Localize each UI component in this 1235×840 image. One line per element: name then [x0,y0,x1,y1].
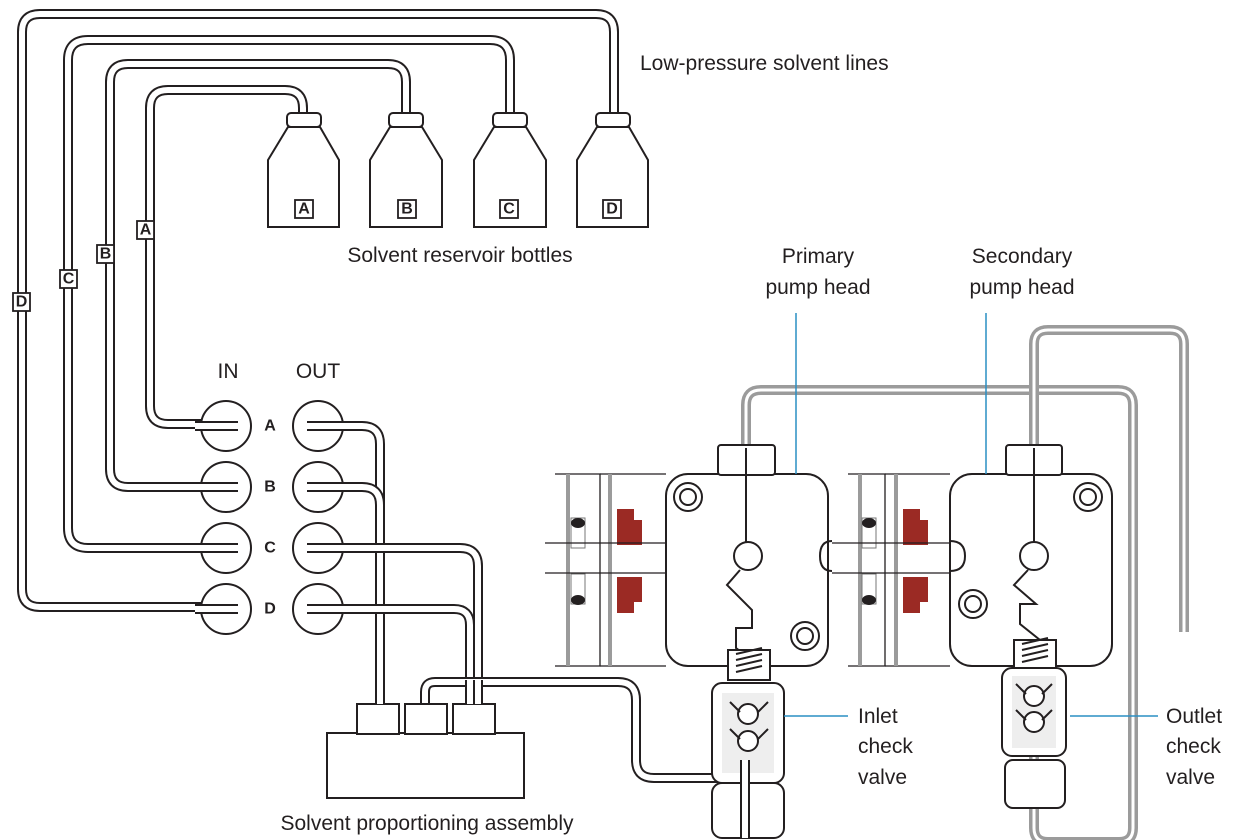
out-line-b [325,482,385,680]
solvent-line-c [63,35,515,553]
label-proportioning-assembly: Solvent proportioning assembly [281,812,574,835]
label-outlet-line1: Outlet [1166,705,1222,728]
line-tag-a: A [136,220,155,240]
label-in: IN [218,360,239,383]
crossover-tubing [741,385,1138,840]
inlet-check-valve [711,647,785,839]
label-inlet-line1: Inlet [858,705,898,728]
line-tag-b: B [96,244,115,264]
solvent-line-b [105,59,411,492]
svg-text:A: A [298,201,310,218]
label-low-pressure-lines: Low-pressure solvent lines [640,52,889,75]
svg-text:B: B [100,246,112,263]
label-secondary-line1: Secondary [972,245,1073,268]
label-outlet-line2: check [1166,735,1221,758]
port-label-d: D [264,601,276,618]
svg-text:C: C [503,201,515,218]
svg-text:A: A [140,222,152,239]
svg-text:C: C [63,271,75,288]
svg-text:B: B [401,201,413,218]
primary-pump-head [545,444,833,667]
label-secondary-line2: pump head [969,276,1074,299]
out-line-d [325,604,475,680]
bottle-a: A [267,112,340,228]
label-primary-line2: pump head [765,276,870,299]
bottle-b: B [369,112,443,228]
label-reservoir-bottles: Solvent reservoir bottles [347,244,572,267]
bottle-c: C [473,112,547,228]
svg-text:D: D [16,294,28,311]
solvent-line-d [17,9,619,612]
label-outlet-line3: valve [1166,766,1215,789]
proportioning-assembly [326,680,525,799]
solvent-line-a [145,85,308,429]
port-label-c: C [264,540,276,557]
bottle-d: D [576,112,649,228]
svg-text:D: D [606,201,618,218]
secondary-pump-head [832,444,1113,667]
label-inlet-line3: valve [858,766,907,789]
port-label-a: A [264,418,276,435]
port-label-b: B [264,479,276,496]
label-out: OUT [296,360,341,383]
outlet-check-valve [1001,637,1067,809]
line-tag-d: D [12,292,31,312]
outlet-tubing [1029,325,1189,632]
label-primary-line1: Primary [782,245,855,268]
label-inlet-line2: check [858,735,913,758]
out-line-c [325,543,483,680]
out-line-a [325,421,385,680]
line-tag-c: C [59,269,78,289]
